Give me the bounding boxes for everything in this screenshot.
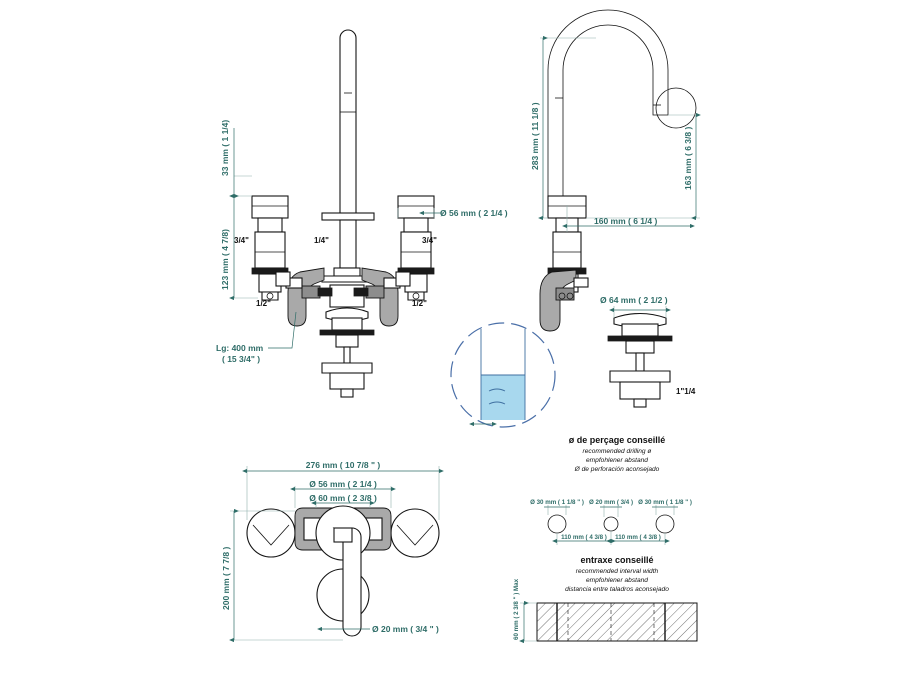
thread-label-right-lower: 1/2" [412, 299, 427, 308]
note-interval-sub-en: recommended interval width [576, 568, 659, 575]
dimension-dia64: Ø 64 mm ( 2 1/2 ) [600, 295, 671, 318]
dimension-163mm: 163 mm ( 6 3/8 ) [586, 112, 701, 221]
dimension-200mm: 200 mm ( 7 7/8 ) [221, 508, 343, 643]
dimension-dia60: Ø 60 mm ( 2 3/8 ) [309, 493, 377, 508]
label-slab-thickness: 60 mm ( 2 3/8 " ) Max [513, 578, 520, 640]
drill-label-right: Ø 30 mm ( 1 1/8 " ) [638, 499, 692, 506]
view-waste-detail: Ø 64 mm ( 2 1/2 ) 1"1/4 [600, 295, 696, 408]
dimension-dia56-front: Ø 56 mm ( 2 1/4 ) [397, 208, 508, 218]
note-interval-sub-es: distancia entre taladros aconsejado [565, 586, 669, 593]
note-drilling-block: ø de perçage conseillé recommended drill… [530, 435, 692, 545]
view-front-elevation: 33 mm ( 1 1/4) 123 mm ( 4 7/8) Ø 56 mm (… [216, 29, 508, 398]
dim-label-163mm: 163 mm ( 6 3/8 ) [683, 127, 693, 190]
thread-label-center: 1/4" [314, 236, 329, 245]
dim-label-dia60: Ø 60 mm ( 2 3/8 ) [309, 493, 377, 503]
drill-spacing-right: 110 mm ( 4 3/8 ) [615, 534, 661, 541]
dim-label-dia20: Ø 20 mm ( 3/4 " ) [372, 624, 439, 634]
note-drilling-title: ø de perçage conseillé [569, 435, 666, 445]
drill-label-left: Ø 30 mm ( 1 1/8 " ) [530, 499, 584, 506]
note-interval-sub-de: empfohlener abstand [586, 577, 648, 584]
waste-assembly-left-view [319, 307, 375, 398]
dim-label-dia56-top: Ø 56 mm ( 2 1/4 ) [309, 479, 377, 489]
valve-left [251, 195, 289, 301]
note-drilling-sub-es: Ø de perforación aconsejado [574, 466, 660, 473]
dim-label-123mm: 123 mm ( 4 7/8) [220, 229, 230, 290]
leader-note-hose-length: Lg: 400 mm ( 15 3/4" ) [216, 311, 297, 364]
note-hose-length-line1: Lg: 400 mm [216, 343, 264, 353]
swan-neck-spout [547, 9, 697, 206]
dim-label-dia56-front: Ø 56 mm ( 2 1/4 ) [440, 208, 508, 218]
label-waste-thread: 1"1/4 [676, 387, 696, 396]
dim-label-dia64: Ø 64 mm ( 2 1/2 ) [600, 295, 668, 305]
side-base-body [539, 195, 589, 332]
note-interval-title: entraxe conseillé [580, 555, 653, 565]
dim-label-283mm: 283 mm ( 11 1/8 ) [530, 102, 540, 170]
note-hose-length-line2: ( 15 3/4" ) [222, 354, 260, 364]
dimension-283mm: 283 mm ( 11 1/8 ) [530, 35, 596, 221]
dim-label-160mm: 160 mm ( 6 1/4 ) [594, 216, 657, 226]
dimension-dia20: Ø 20 mm ( 3/4 " ) [317, 624, 439, 634]
dimension-160mm: 160 mm ( 6 1/4 ) [562, 205, 695, 232]
view-side-elevation: 283 mm ( 11 1/8 ) 163 mm ( 6 3/8 ) 160 m… [530, 9, 701, 332]
connector-elbows [275, 267, 411, 327]
note-drilling-sub-en: recommended drilling ø [583, 448, 652, 455]
dim-label-276mm: 276 mm ( 10 7/8 " ) [306, 460, 381, 470]
dim-label-200mm: 200 mm ( 7 7/8 ) [221, 547, 231, 610]
thread-label-left-lower: 1/2" [256, 299, 271, 308]
dimension-123mm: 123 mm ( 4 7/8) [220, 193, 258, 301]
view-plan-top: 276 mm ( 10 7/8 " ) Ø 56 mm ( 2 1/4 ) Ø … [221, 460, 444, 643]
note-drilling-sub-de: empfohlener abstand [586, 457, 648, 464]
drill-spacing-left: 110 mm ( 4 3/8 ) [561, 534, 607, 541]
thread-label-left-upper: 3/4" [234, 236, 249, 245]
thread-label-right-upper: 3/4" [422, 236, 437, 245]
note-interval-block: entraxe conseillé recommended interval w… [513, 555, 698, 644]
drill-label-center: Ø 20 mm ( 3/4 ) [589, 499, 633, 506]
dim-label-33mm: 33 mm ( 1 1/4) [220, 120, 230, 176]
detail-bubble-water-level [450, 322, 556, 428]
spout-tube [321, 29, 375, 269]
dimension-dia56-top: Ø 56 mm ( 2 1/4 ) [290, 479, 396, 508]
dimension-33mm: 33 mm ( 1 1/4) [220, 120, 252, 199]
